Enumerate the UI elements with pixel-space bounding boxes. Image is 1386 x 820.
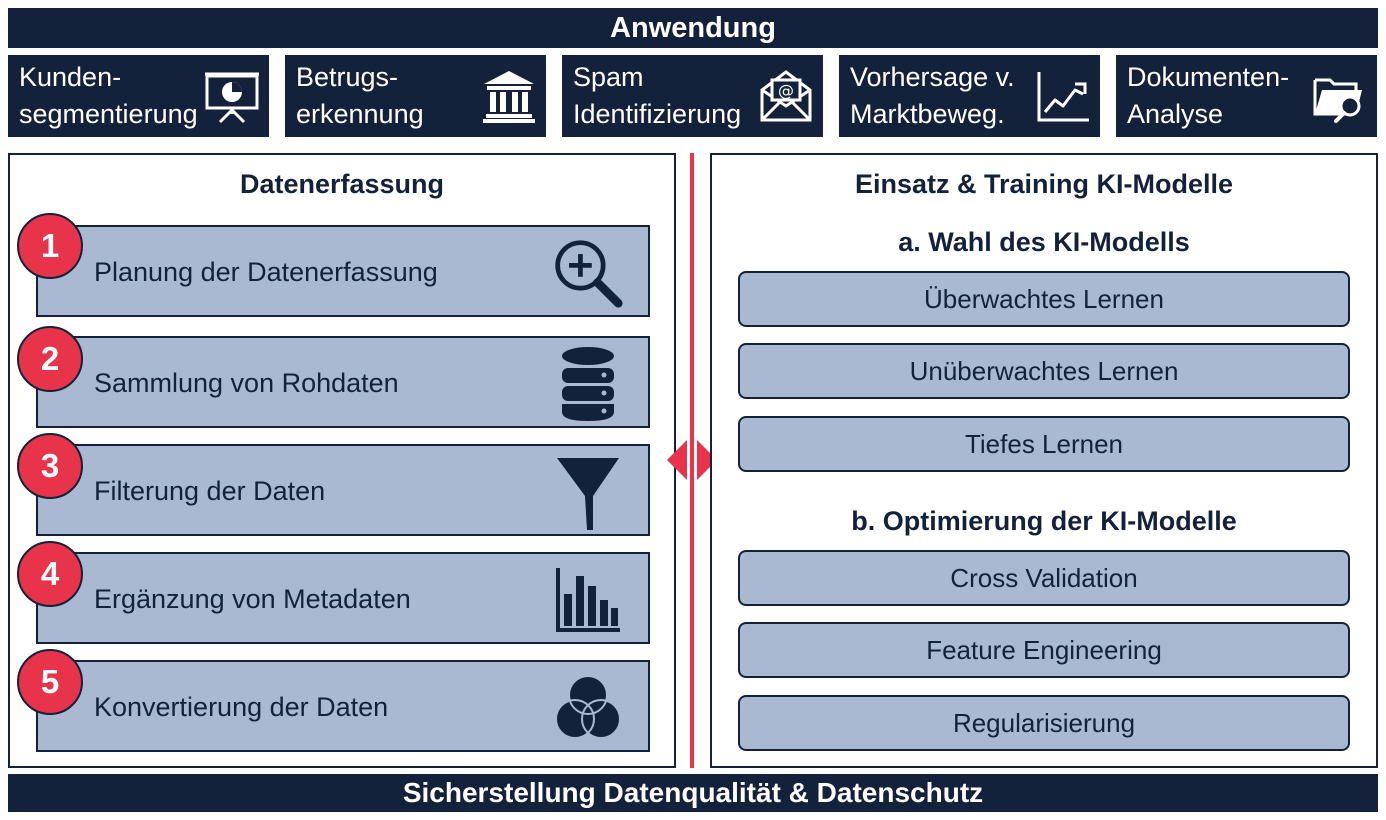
step-4-badge: 4 [17, 541, 83, 607]
ki-modelle-panel: Einsatz & Training KI-Modelle a. Wahl de… [710, 153, 1378, 768]
venn-icon [552, 672, 624, 744]
funnel-icon [552, 456, 624, 530]
panel-title: Datenerfassung [239, 169, 445, 199]
double-arrow-icon [667, 440, 717, 480]
app-card-betrugserkennung: Betrugs- erkennung [285, 55, 546, 137]
optimization-option-box: Cross Validation [738, 550, 1350, 606]
app-card-label: Betrugs- erkennung [296, 62, 424, 129]
app-card-kundensegmentierung: Kunden- segmentierung [8, 55, 269, 137]
database-icon [552, 347, 624, 421]
app-card-vorhersage: Vorhersage v. Marktbeweg. [839, 55, 1100, 137]
magnifier-plus-icon [552, 237, 624, 309]
step-label: Ergänzung von Metadaten [94, 584, 411, 614]
trend-chart-icon [1034, 67, 1092, 125]
step-label: Filterung der Daten [94, 476, 326, 506]
step-2-box: Sammlung von Rohdaten [36, 336, 650, 428]
app-card-dokumenten-analyse: Dokumenten- Analyse [1116, 55, 1377, 137]
step-3-badge: 3 [17, 433, 83, 499]
folder-search-icon [1311, 67, 1369, 125]
section-b-title: b. Optimierung der KI-Modelle [851, 506, 1237, 536]
panel-title: Einsatz & Training KI-Modelle [854, 169, 1234, 199]
step-1-badge: 1 [17, 213, 83, 279]
datenerfassung-panel: Datenerfassung Planung der Datenerfassun… [8, 153, 676, 768]
model-option-box: Unüberwachtes Lernen [738, 343, 1350, 399]
step-number: 2 [40, 340, 60, 377]
step-5-badge: 5 [17, 649, 83, 715]
step-2-badge: 2 [17, 326, 83, 392]
footer-bar: Sicherstellung Datenqualität & Datenschu… [8, 774, 1378, 812]
section-a-title: a. Wahl des KI-Modells [898, 227, 1190, 257]
app-card-spam-identifizierung: Spam Identifizierung @ [562, 55, 823, 137]
bar-chart-icon [552, 564, 624, 636]
step-1-box: Planung der Datenerfassung [36, 225, 650, 317]
model-option-label: Unüberwachtes Lernen [909, 355, 1179, 386]
app-card-label: Kunden- segmentierung [19, 62, 198, 129]
step-number: 3 [40, 447, 60, 484]
application-header-title: Anwendung [610, 11, 776, 44]
svg-text:@: @ [778, 81, 794, 100]
step-4-box: Ergänzung von Metadaten [36, 552, 650, 644]
step-number: 4 [40, 555, 60, 592]
optimization-option-box: Regularisierung [738, 695, 1350, 751]
optimization-option-label: Regularisierung [952, 707, 1136, 738]
step-5-box: Konvertierung der Daten [36, 660, 650, 752]
app-card-label: Vorhersage v. Marktbeweg. [850, 62, 1015, 129]
model-option-box: Tiefes Lernen [738, 416, 1350, 472]
application-header: Anwendung [8, 8, 1378, 48]
step-label: Sammlung von Rohdaten [94, 368, 399, 398]
email-icon: @ [757, 67, 815, 125]
step-label: Konvertierung der Daten [94, 692, 389, 722]
panel-divider [690, 153, 694, 768]
model-option-label: Tiefes Lernen [964, 428, 1124, 459]
optimization-option-label: Feature Engineering [926, 634, 1162, 665]
model-option-box: Überwachtes Lernen [738, 271, 1350, 327]
app-card-label: Dokumenten- Analyse [1127, 62, 1290, 129]
step-number: 1 [40, 227, 60, 264]
step-3-box: Filterung der Daten [36, 444, 650, 536]
bank-icon [480, 67, 538, 125]
step-label: Planung der Datenerfassung [94, 257, 438, 287]
step-number: 5 [40, 663, 60, 700]
model-option-label: Überwachtes Lernen [924, 283, 1164, 314]
footer-title: Sicherstellung Datenqualität & Datenschu… [402, 777, 984, 808]
presentation-chart-icon [203, 67, 261, 125]
app-card-label: Spam Identifizierung [573, 62, 742, 129]
optimization-option-box: Feature Engineering [738, 622, 1350, 678]
optimization-option-label: Cross Validation [950, 562, 1138, 593]
